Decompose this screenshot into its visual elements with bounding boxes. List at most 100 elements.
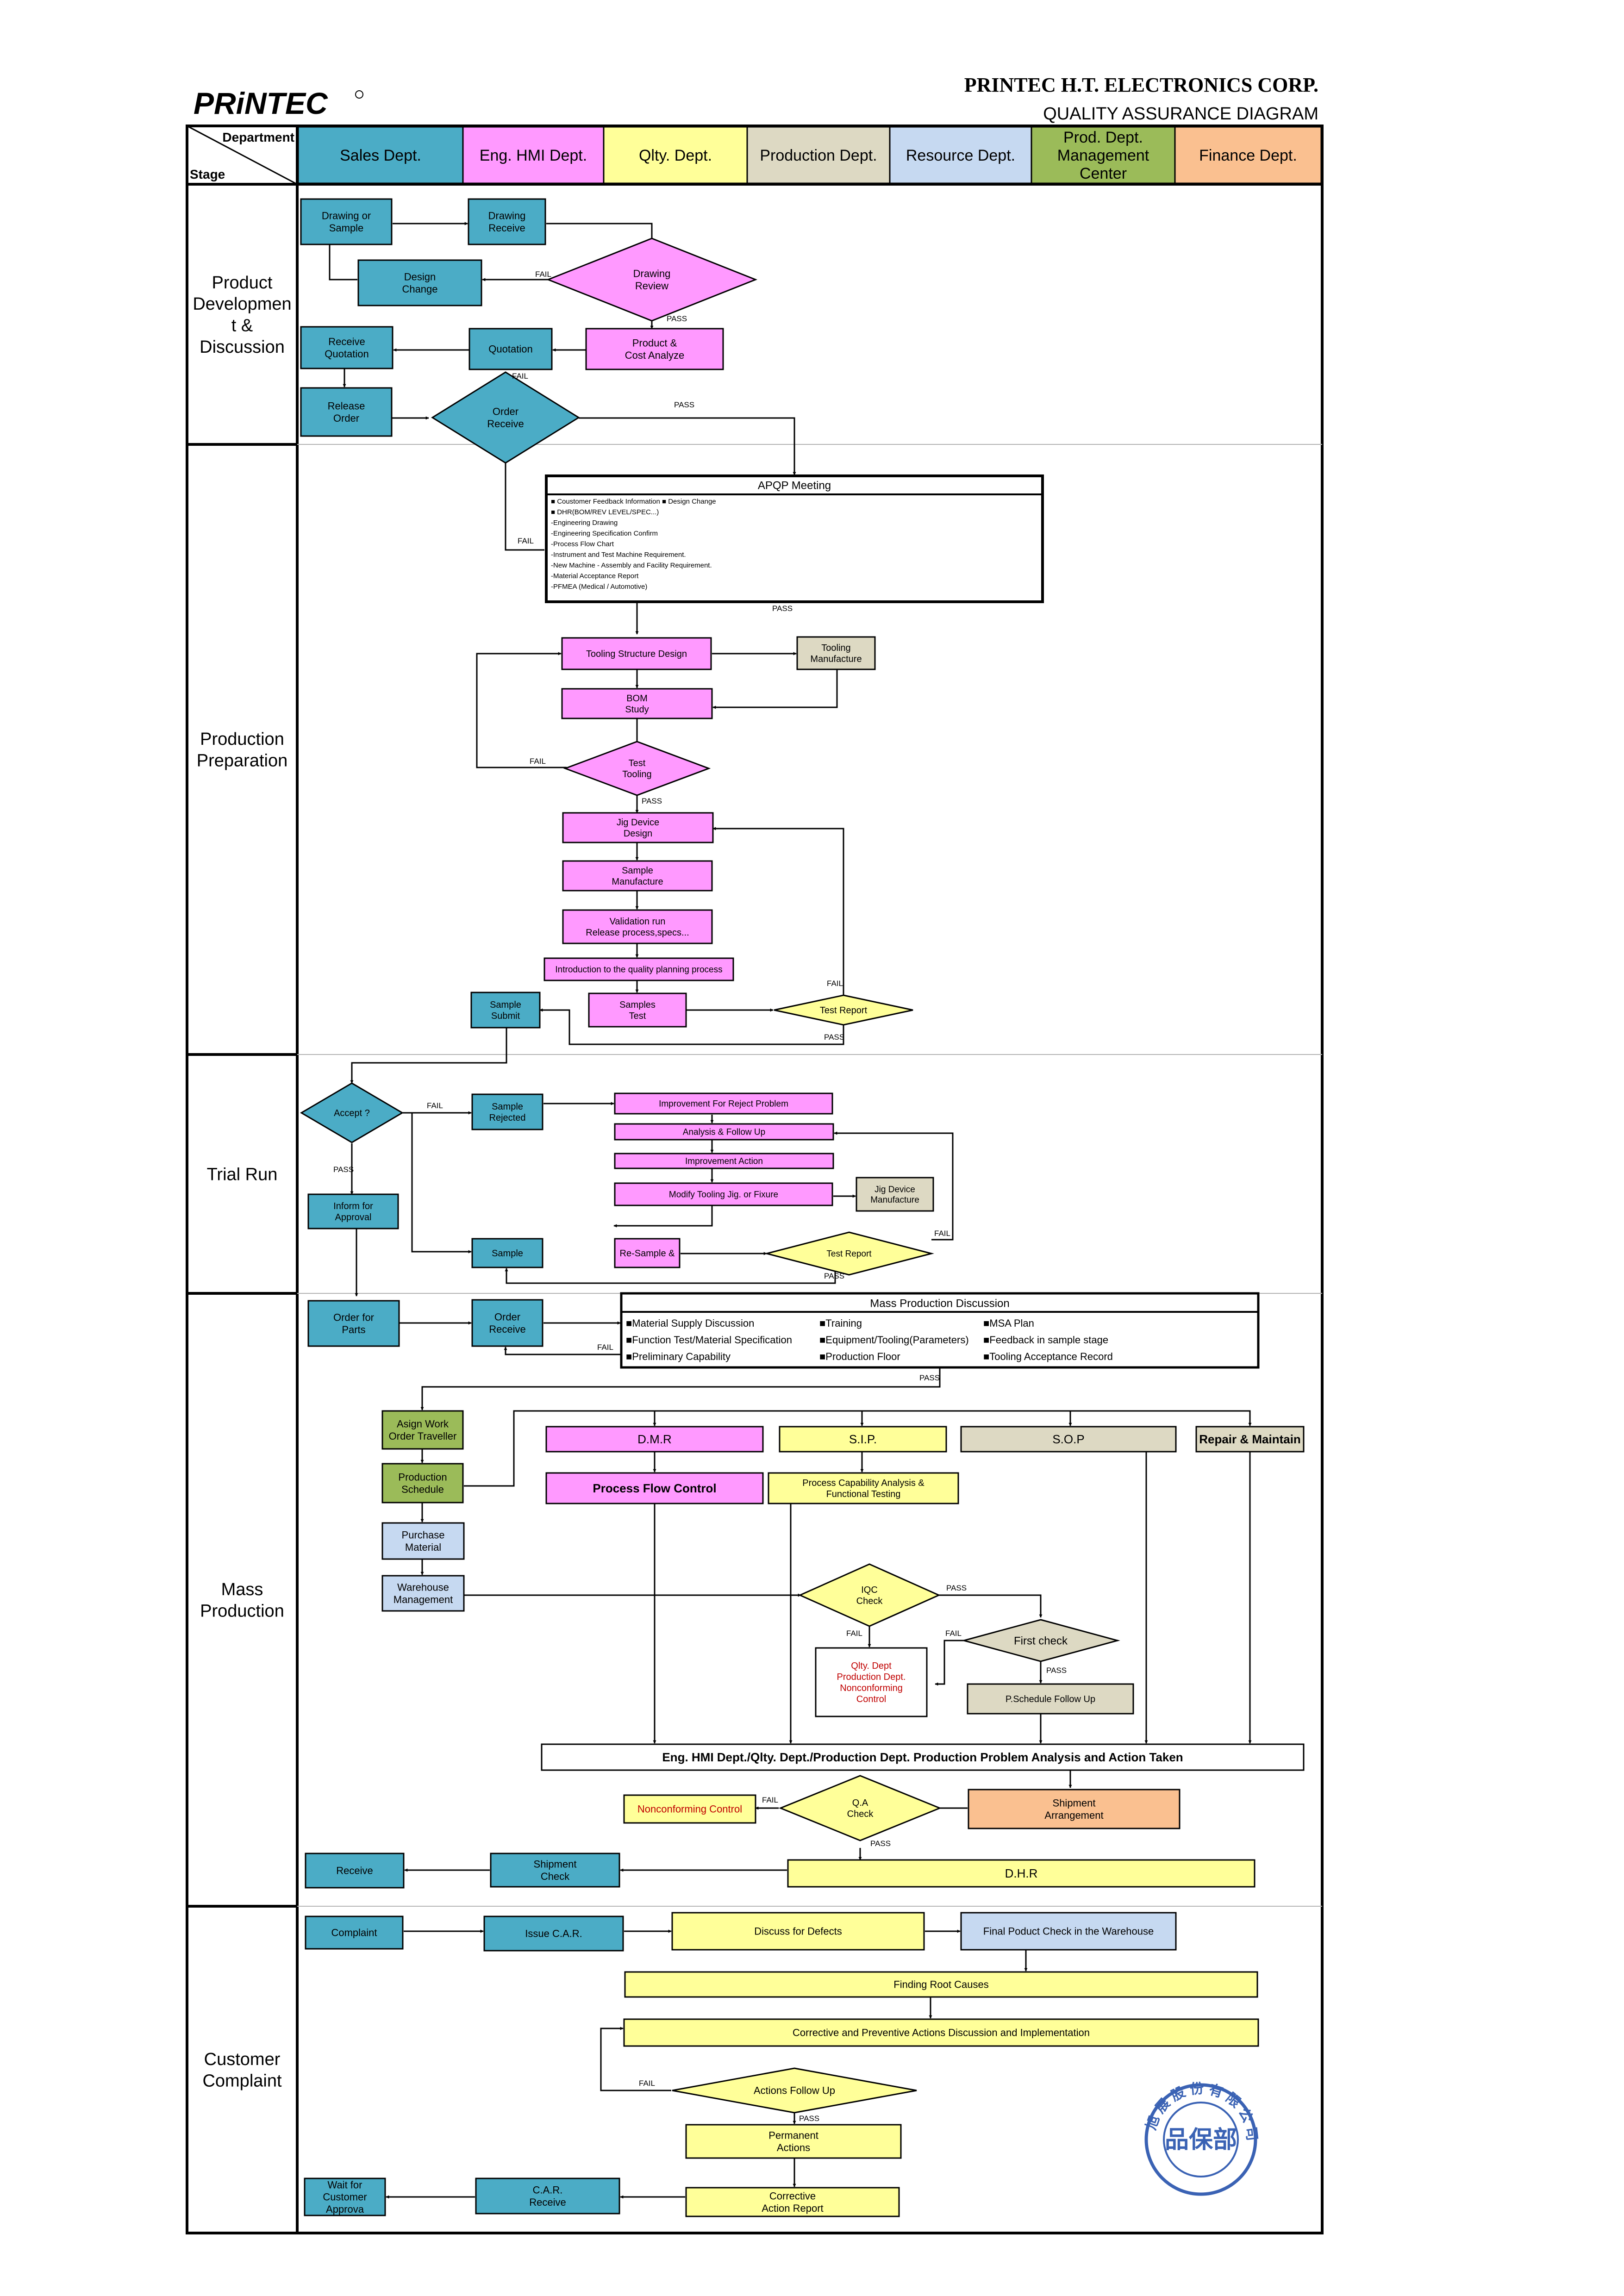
corner-department-label: Department <box>222 130 294 144</box>
connector <box>328 240 357 281</box>
sip-box-label: S.I.P. <box>849 1432 877 1446</box>
problem-analysis-box-label: Eng. HMI Dept./Qlty. Dept./Production De… <box>662 1750 1183 1764</box>
department-3: Qlty. Dept. <box>603 126 748 184</box>
mass-discussion-item: ■Material Supply Discussion <box>626 1317 754 1329</box>
permanent-actions-box-shape <box>685 2124 902 2159</box>
connector <box>613 1205 713 1228</box>
pass-label: PASS <box>870 1839 891 1848</box>
tooling-structure-box-shape <box>561 637 712 670</box>
test-report-diamond-2-shape <box>764 1231 934 1276</box>
bom-study-box-shape <box>561 688 713 719</box>
apqp-item: -Instrument and Test Machine Requirement… <box>551 551 686 559</box>
qa-department-stamp: 旭 展 股 份 有 限 公 司 品保部 <box>1143 2081 1260 2196</box>
department-cell <box>1174 126 1322 184</box>
receive-box-label: Receive <box>336 1865 373 1877</box>
flow-connectors <box>328 222 1252 2199</box>
apqp-meeting-box <box>545 474 1044 603</box>
problem-analysis-box-shape <box>541 1743 1305 1771</box>
corrective-report-box-shape <box>685 2187 900 2217</box>
re-sample-box: Re-Sample & <box>614 1238 681 1268</box>
improvement-action-box: Improvement Action <box>614 1153 834 1169</box>
apqp-meeting-box-shape <box>545 474 1044 603</box>
iqc-check-diamond-shape <box>798 1563 941 1627</box>
shipment-arrangement-box-shape <box>968 1789 1181 1829</box>
mass-discussion-item: ■Training <box>819 1317 862 1329</box>
nonconforming-box-shape <box>815 1647 928 1717</box>
receive-quotation-box-shape <box>300 326 394 369</box>
sop-box-shape <box>960 1426 1177 1453</box>
discuss-defects-box-label: Discuss for Defects <box>754 1926 842 1937</box>
final-check-box-shape <box>960 1912 1177 1951</box>
connector <box>504 441 544 551</box>
test-report-diamond-1-shape <box>774 994 913 1026</box>
mass-discussion-box-shape <box>620 1292 1260 1369</box>
process-flow-control-box: Process Flow Control <box>545 1472 764 1504</box>
stamp-center-text: 品保部 <box>1165 2127 1237 2153</box>
department-cell <box>746 126 891 184</box>
corrective-preventive-box-label: Corrective and Preventive Actions Discus… <box>793 2027 1090 2039</box>
process-flow-control-box-shape <box>545 1472 764 1504</box>
apqp-item: -Material Acceptance Report <box>551 572 639 580</box>
apqp-item: -Engineering Drawing <box>551 519 618 527</box>
accept-diamond-shape <box>300 1082 404 1143</box>
repair-box-shape <box>1195 1426 1305 1453</box>
department-4: Production Dept. <box>746 126 891 184</box>
wait-customer-box-shape <box>304 2177 386 2216</box>
process-capability-box: Process Capability Analysis &Functional … <box>768 1472 959 1504</box>
intro-quality-box-label: Introduction to the quality planning pro… <box>555 965 722 975</box>
mass-discussion-item: ■Feedback in sample stage <box>983 1334 1108 1346</box>
department-cell <box>1031 126 1176 184</box>
root-causes-box-label: Finding Root Causes <box>893 1979 988 1990</box>
first-check-diamond-label: First check <box>1014 1635 1068 1647</box>
issue-car-box-shape <box>483 1915 624 1952</box>
fail-label: FAIL <box>597 1343 613 1352</box>
header: PRiNTEC PRINTEC H.T. ELECTRONICS CORP. Q… <box>194 74 1318 124</box>
stage-column <box>187 443 1322 1908</box>
dhr-box-shape <box>787 1859 1255 1888</box>
document-title: QUALITY ASSURANCE DIAGRAM <box>1043 104 1318 124</box>
sample-submit-box-shape <box>470 992 541 1029</box>
quotation-box-shape <box>468 328 553 370</box>
apqp-item: -PFMEA (Medical / Automotive) <box>551 583 647 591</box>
tooling-manufacture-box-shape <box>796 636 876 670</box>
complaint-box-label: Complaint <box>331 1927 377 1939</box>
department-5: Resource Dept. <box>889 126 1032 184</box>
mass-discussion-item: ■Function Test/Material Specification <box>626 1334 792 1346</box>
jig-device-manufacture-box-shape <box>856 1177 934 1212</box>
p-schedule-box: P.Schedule Follow Up <box>967 1683 1134 1715</box>
test-report-diamond-1-label: Test Report <box>820 1005 868 1016</box>
receive-box: Receive <box>305 1853 405 1889</box>
inform-approval-box-shape <box>307 1193 399 1229</box>
fail-label: FAIL <box>427 1101 443 1110</box>
connector <box>600 2027 671 2091</box>
car-receive-box-label: C.A.R.Receive <box>529 2184 566 2208</box>
apqp-items: ■ Coustomer Feedback Information ■ Desig… <box>551 498 716 591</box>
product-cost-box-label: Product &Cost Analyze <box>625 337 684 361</box>
connector <box>420 1367 941 1410</box>
department-label: Sales Dept. <box>340 147 421 164</box>
apqp-title: APQP Meeting <box>758 479 831 492</box>
p-schedule-box-shape <box>967 1683 1134 1715</box>
apqp-item: -Engineering Specification Confirm <box>551 530 658 537</box>
improvement-action-box-label: Improvement Action <box>685 1157 763 1167</box>
